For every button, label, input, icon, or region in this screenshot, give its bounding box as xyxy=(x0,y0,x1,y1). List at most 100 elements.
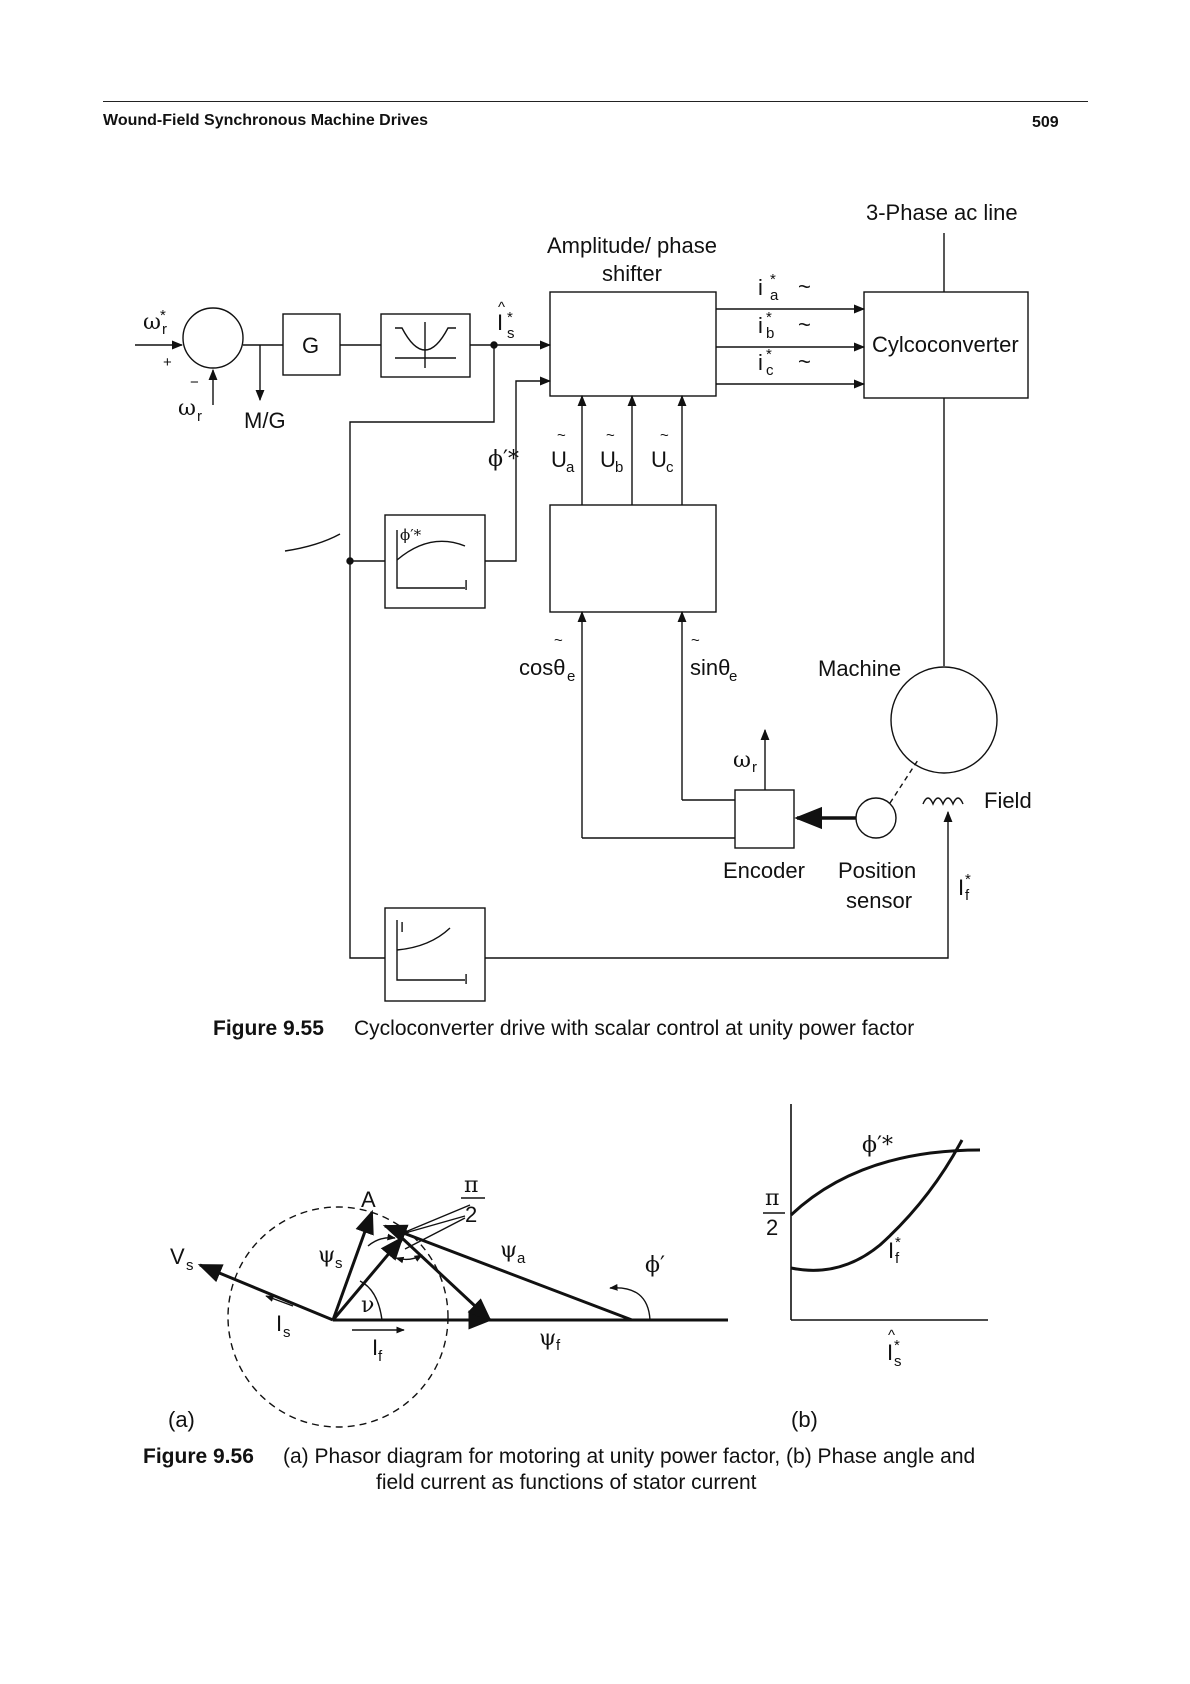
machine-circle xyxy=(890,666,998,774)
field-label: Field xyxy=(984,788,1032,813)
uc-label: U xyxy=(651,447,667,472)
svg-text:r: r xyxy=(197,408,202,425)
psi-a-label: ψ xyxy=(500,1238,517,1263)
encoder-label: Encoder xyxy=(723,858,805,883)
minus-sign: − xyxy=(190,374,199,391)
ib-label: i xyxy=(758,313,763,338)
amp-phase-label-2: shifter xyxy=(602,261,662,286)
figure-9-56b-graph: π 2 ϕ′* I * f I ^ * s (b) xyxy=(763,1104,988,1432)
phi-curve xyxy=(789,1148,981,1217)
is-hat-label: I xyxy=(497,310,503,335)
svg-text:e: e xyxy=(567,668,575,685)
vs-label: V xyxy=(170,1244,185,1269)
svg-text:a: a xyxy=(770,287,779,304)
amplitude-phase-shifter-block xyxy=(549,291,717,397)
phi-star-arrow xyxy=(485,376,552,562)
b-two-label: 2 xyxy=(766,1215,778,1240)
svg-text:*: * xyxy=(766,309,772,326)
svg-text:*: * xyxy=(894,1337,900,1354)
if-ref-arrow xyxy=(485,810,953,959)
is-branch-line xyxy=(349,345,495,959)
svg-text:f: f xyxy=(965,887,970,904)
figure-55-caption: Cycloconverter drive with scalar control… xyxy=(354,1017,914,1040)
svg-text:^: ^ xyxy=(498,299,505,316)
svg-text:*: * xyxy=(766,346,772,363)
svg-text:c: c xyxy=(766,362,774,379)
position-label-1: Position xyxy=(838,858,916,883)
if-curve-block xyxy=(384,907,486,1002)
svg-text:c: c xyxy=(666,459,674,476)
summing-junction xyxy=(182,307,244,369)
svg-text:f: f xyxy=(895,1250,900,1267)
psi-s-label: ψ xyxy=(318,1243,335,1268)
svg-text:s: s xyxy=(283,1324,291,1341)
running-head: Wound-Field Synchronous Machine Drives xyxy=(103,112,429,129)
part-b-label: (b) xyxy=(791,1407,818,1432)
ua-label: U xyxy=(551,447,567,472)
position-sensor xyxy=(855,797,897,839)
svg-text:r: r xyxy=(752,759,757,776)
svg-text:s: s xyxy=(335,1255,343,1272)
svg-text:~: ~ xyxy=(606,427,615,444)
b-phi-label: ϕ′* xyxy=(862,1133,893,1158)
point-a-label: A xyxy=(361,1187,376,1212)
svg-text:e: e xyxy=(729,668,737,685)
omega-r-label: ω xyxy=(178,396,196,421)
svg-text:r: r xyxy=(162,321,167,338)
is-axis2-label: I xyxy=(464,971,468,988)
if-curve xyxy=(790,1139,964,1272)
encoder-block xyxy=(734,789,795,849)
b-pi-label: π xyxy=(765,1186,779,1211)
plus-sign: + xyxy=(163,354,172,371)
svg-text:~: ~ xyxy=(798,312,811,337)
svg-text:f: f xyxy=(556,1337,561,1354)
unit-vector-block xyxy=(549,504,717,613)
gain-label: G xyxy=(302,333,319,358)
svg-text:~: ~ xyxy=(691,632,700,649)
svg-text:~: ~ xyxy=(798,349,811,374)
svg-text:*: * xyxy=(160,307,166,324)
cycloconverter-label: Cylcoconverter xyxy=(872,332,1019,357)
omega-r-star-label: ω xyxy=(143,310,161,335)
vs-phasor xyxy=(197,1263,334,1322)
machine-label: Machine xyxy=(818,656,901,681)
cycloconverter-block xyxy=(863,291,1029,399)
svg-text:~: ~ xyxy=(660,427,669,444)
svg-text:a: a xyxy=(566,459,575,476)
svg-text:*: * xyxy=(507,309,513,326)
two-label: 2 xyxy=(465,1202,477,1227)
field-coil xyxy=(922,797,964,806)
if-curve-label: I xyxy=(400,919,404,936)
svg-text:~: ~ xyxy=(554,632,563,649)
svg-text:*: * xyxy=(965,871,971,888)
svg-text:a: a xyxy=(517,1250,526,1267)
omega-encoder-label: ω xyxy=(733,748,751,773)
part-a-label: (a) xyxy=(168,1407,195,1432)
svg-text:s: s xyxy=(894,1353,902,1370)
is-arrow xyxy=(265,1295,294,1307)
ic-label: i xyxy=(758,350,763,375)
ub-label: U xyxy=(600,447,616,472)
b-is-label: I xyxy=(887,1340,893,1365)
svg-text:^: ^ xyxy=(888,1327,895,1344)
svg-text:*: * xyxy=(895,1234,901,1251)
svg-text:b: b xyxy=(766,325,774,342)
locus-circle xyxy=(227,1206,449,1428)
svg-text:f: f xyxy=(378,1348,383,1365)
amp-phase-label-1: Amplitude/ phase xyxy=(547,233,717,258)
figure-9-55: ω * r + − ω r M/G G I ^ * s ϕ′* xyxy=(135,200,1032,1002)
if-label: I xyxy=(372,1335,378,1360)
svg-text:~: ~ xyxy=(557,427,566,444)
ia-label: i xyxy=(758,275,763,300)
pi-label: π xyxy=(464,1173,478,1198)
page-number: 509 xyxy=(1032,114,1059,131)
if-star-label: I xyxy=(958,875,964,900)
nu-label: ν xyxy=(361,1293,374,1318)
figure-56-caption-number: Figure 9.56 xyxy=(143,1445,254,1468)
is-axis-label: I xyxy=(464,577,468,594)
cos-label: cosθ xyxy=(519,655,565,680)
is-label: I xyxy=(276,1311,282,1336)
svg-text:*: * xyxy=(770,271,776,288)
figure-55-caption-number: Figure 9.55 xyxy=(213,1017,324,1040)
